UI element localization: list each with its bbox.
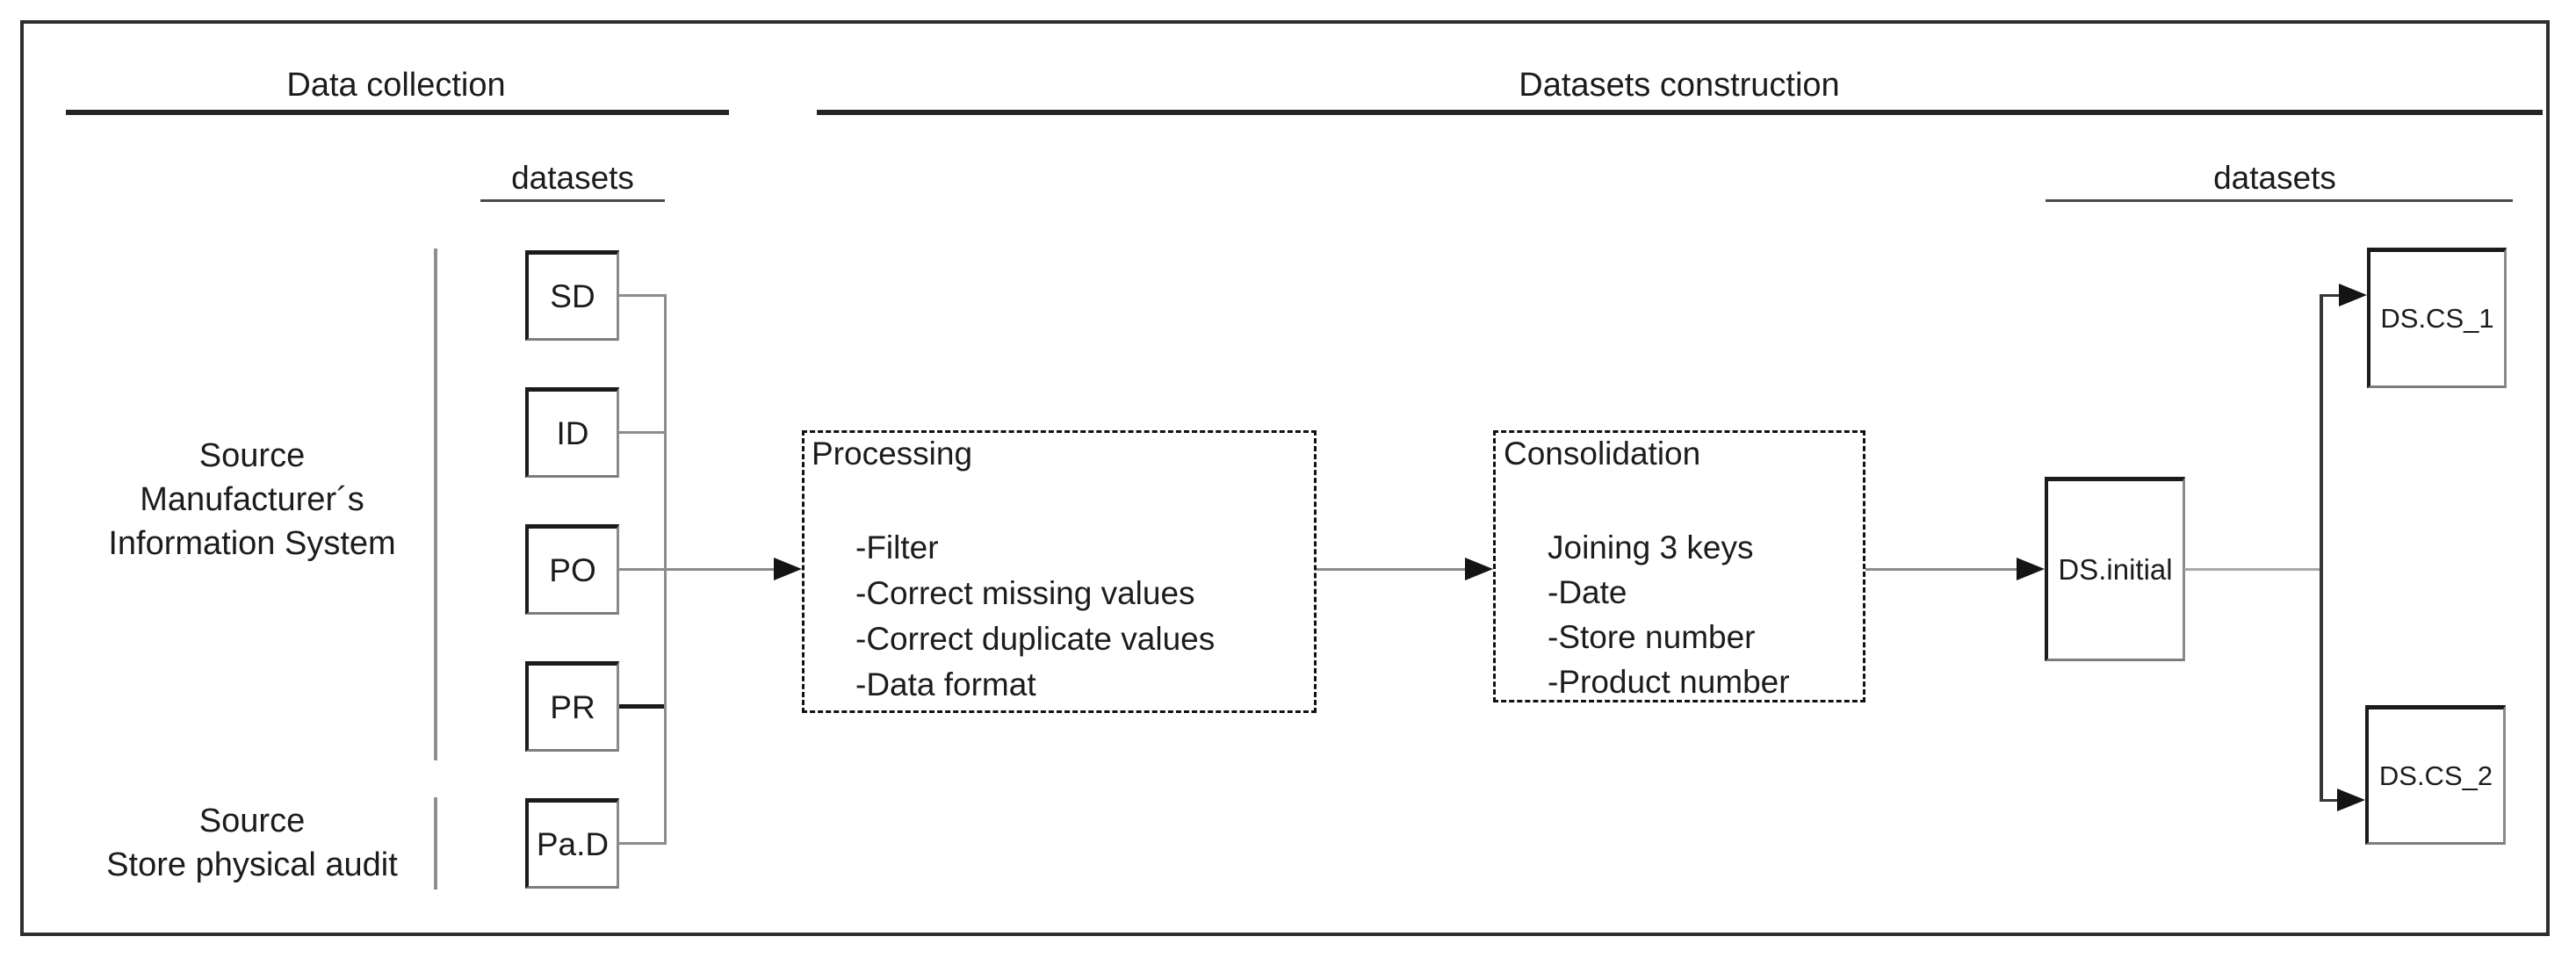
datasets-rule-left xyxy=(480,199,665,202)
dataset-box-pad: Pa.D xyxy=(525,798,619,889)
ds-initial-label: DS.initial xyxy=(2058,553,2173,586)
consolidation-box xyxy=(1493,430,1865,702)
connector-pr xyxy=(619,704,667,709)
processing-items: -Filter -Correct missing values -Correct… xyxy=(855,525,1215,708)
arrowhead-into-ds-cs2 xyxy=(2337,789,2365,811)
section-title-data-collection: Data collection xyxy=(286,67,506,104)
branch-junction-line xyxy=(2320,294,2323,802)
datasets-label-right: datasets xyxy=(2213,160,2336,196)
datasets-rule-right xyxy=(2046,199,2513,202)
consolidation-title: Consolidation xyxy=(1504,436,1701,472)
source-label-line: Source xyxy=(198,803,306,839)
arrowhead-into-ds-initial xyxy=(2017,558,2045,580)
branch-elbow-top xyxy=(2320,294,2341,297)
ds-cs2-label: DS.CS_2 xyxy=(2378,760,2493,791)
flow-line-to-ds-initial xyxy=(1865,568,2019,571)
source-bracket-manufacturer xyxy=(434,249,437,760)
section-rule-datasets-construction xyxy=(817,110,2543,115)
source-bracket-store-audit xyxy=(434,797,437,890)
flow-line-to-processing xyxy=(619,568,776,571)
source-label-line: Store physical audit xyxy=(106,846,398,883)
source-label-line: Information System xyxy=(108,525,396,562)
connector-id xyxy=(619,431,667,434)
consolidation-items: Joining 3 keys -Date -Store number -Prod… xyxy=(1548,525,1790,704)
processing-title: Processing xyxy=(812,436,973,472)
branch-elbow-bottom xyxy=(2320,799,2340,802)
processing-item: -Correct duplicate values xyxy=(855,621,1216,657)
ds-cs1-label: DS.CS_1 xyxy=(2380,303,2494,334)
dataset-box-label: PR xyxy=(550,688,595,725)
flow-line-to-consolidation xyxy=(1317,568,1468,571)
ds-initial-box: DS.initial xyxy=(2045,477,2185,661)
processing-item: -Filter xyxy=(855,529,939,565)
section-title-datasets-construction: Datasets construction xyxy=(1519,67,1840,104)
consolidation-item: -Product number xyxy=(1548,664,1790,700)
dataset-box-sd: SD xyxy=(525,250,619,341)
processing-item: -Data format xyxy=(855,666,1036,702)
consolidation-item: -Date xyxy=(1548,574,1627,610)
processing-item: -Correct missing values xyxy=(855,575,1195,611)
dataset-box-label: ID xyxy=(556,414,589,451)
arrowhead-into-ds-cs1 xyxy=(2339,284,2367,306)
flow-line-to-junction xyxy=(2184,568,2323,571)
ds-cs1-box: DS.CS_1 xyxy=(2367,248,2507,388)
source-label-line: Source xyxy=(198,437,306,474)
connector-sd xyxy=(619,294,667,297)
arrowhead-into-processing xyxy=(774,558,802,580)
source-label-manufacturer: Source Manufacturer´s Information System xyxy=(32,434,472,565)
dataset-box-pr: PR xyxy=(525,661,619,752)
source-label-store-audit: Source Store physical audit xyxy=(32,799,472,887)
consolidation-item: Joining 3 keys xyxy=(1548,529,1754,565)
dataset-box-label: SD xyxy=(550,277,595,314)
datasets-label-left: datasets xyxy=(511,160,634,196)
consolidation-item: -Store number xyxy=(1548,619,1756,655)
source-label-line: Manufacturer´s xyxy=(140,481,364,518)
arrowhead-into-consolidation xyxy=(1465,558,1493,580)
dataset-box-id: ID xyxy=(525,387,619,478)
dataset-box-label: PO xyxy=(549,551,596,588)
processing-box xyxy=(802,430,1317,713)
ds-cs2-box: DS.CS_2 xyxy=(2365,705,2506,845)
dataset-box-po: PO xyxy=(525,524,619,615)
dataset-box-label: Pa.D xyxy=(536,825,610,862)
connector-pad xyxy=(619,842,667,845)
section-rule-data-collection xyxy=(66,110,729,115)
